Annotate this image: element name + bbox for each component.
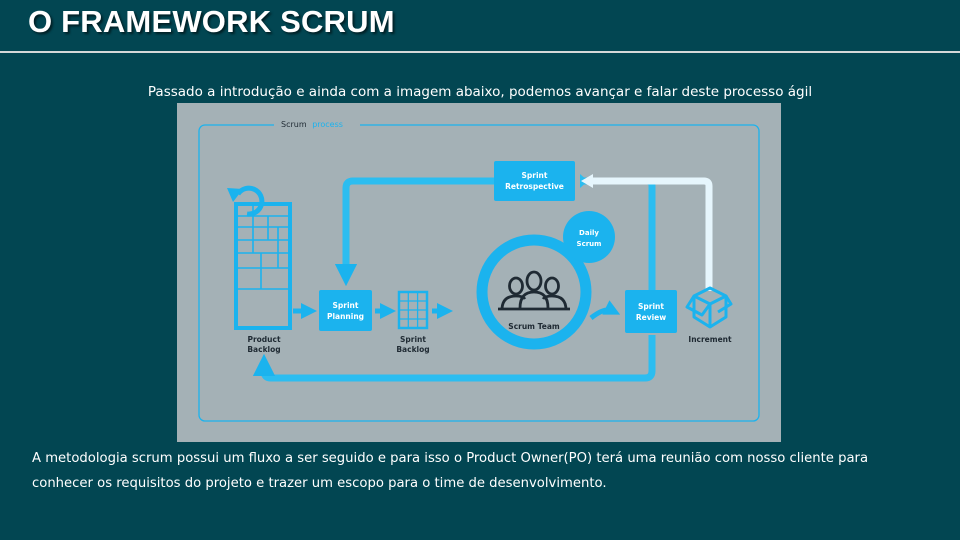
increment-box-icon bbox=[685, 286, 733, 329]
sprint-backlog-label-1: Sprint bbox=[400, 335, 426, 344]
scrum-team-label: Scrum Team bbox=[508, 322, 560, 331]
svg-text:Scrum process: Scrum process bbox=[281, 120, 343, 129]
sprint-retrospective-box bbox=[494, 161, 575, 201]
body-text: A metodologia scrum possui um fluxo a se… bbox=[32, 446, 932, 496]
refresh-icon bbox=[235, 185, 265, 217]
daily-scrum-label-1: Daily bbox=[579, 229, 599, 237]
sprint-review-box bbox=[625, 290, 677, 333]
frame-label-process: process bbox=[312, 120, 343, 129]
body-line-1: A metodologia scrum possui um fluxo a se… bbox=[32, 451, 869, 466]
daily-scrum-label-2: Scrum bbox=[577, 240, 602, 248]
slide-title: O FRAMEWORK SCRUM bbox=[28, 4, 395, 39]
intro-text: Passado a introdução e ainda com a image… bbox=[147, 84, 813, 100]
title-rule bbox=[0, 51, 960, 53]
sprint-retrospective-label-2: Retrospective bbox=[505, 182, 564, 191]
body-line-2: conhecer os requisitos do projeto e traz… bbox=[32, 476, 607, 491]
sprint-planning-label-2: Planning bbox=[327, 312, 364, 321]
process-frame bbox=[198, 124, 760, 422]
people-icon bbox=[498, 270, 570, 311]
frame-label-scrum: Scrum bbox=[281, 120, 307, 129]
backlog-loop-arrow bbox=[252, 335, 656, 382]
increment-label: Increment bbox=[688, 335, 732, 344]
product-backlog-label-2: Backlog bbox=[247, 345, 280, 354]
team-to-review-arrow bbox=[589, 300, 621, 320]
increment-feedback-arrow bbox=[589, 177, 713, 291]
product-backlog-label-1: Product bbox=[247, 335, 281, 344]
sprint-review-label-1: Sprint bbox=[638, 302, 664, 311]
retro-to-planning-arrow bbox=[334, 177, 494, 287]
sprint-planning-label-1: Sprint bbox=[333, 301, 359, 310]
product-backlog-icon bbox=[234, 202, 292, 330]
sprint-review-label-2: Review bbox=[636, 313, 666, 322]
scrum-team-circle bbox=[476, 234, 592, 350]
sprint-retrospective-label-1: Sprint bbox=[522, 171, 548, 180]
sprint-planning-box bbox=[319, 290, 372, 331]
scrum-process-diagram: Scrum process Sprint Retrospective bbox=[177, 103, 781, 442]
sprint-backlog-label-2: Backlog bbox=[396, 345, 429, 354]
daily-scrum-bubble bbox=[563, 211, 615, 263]
